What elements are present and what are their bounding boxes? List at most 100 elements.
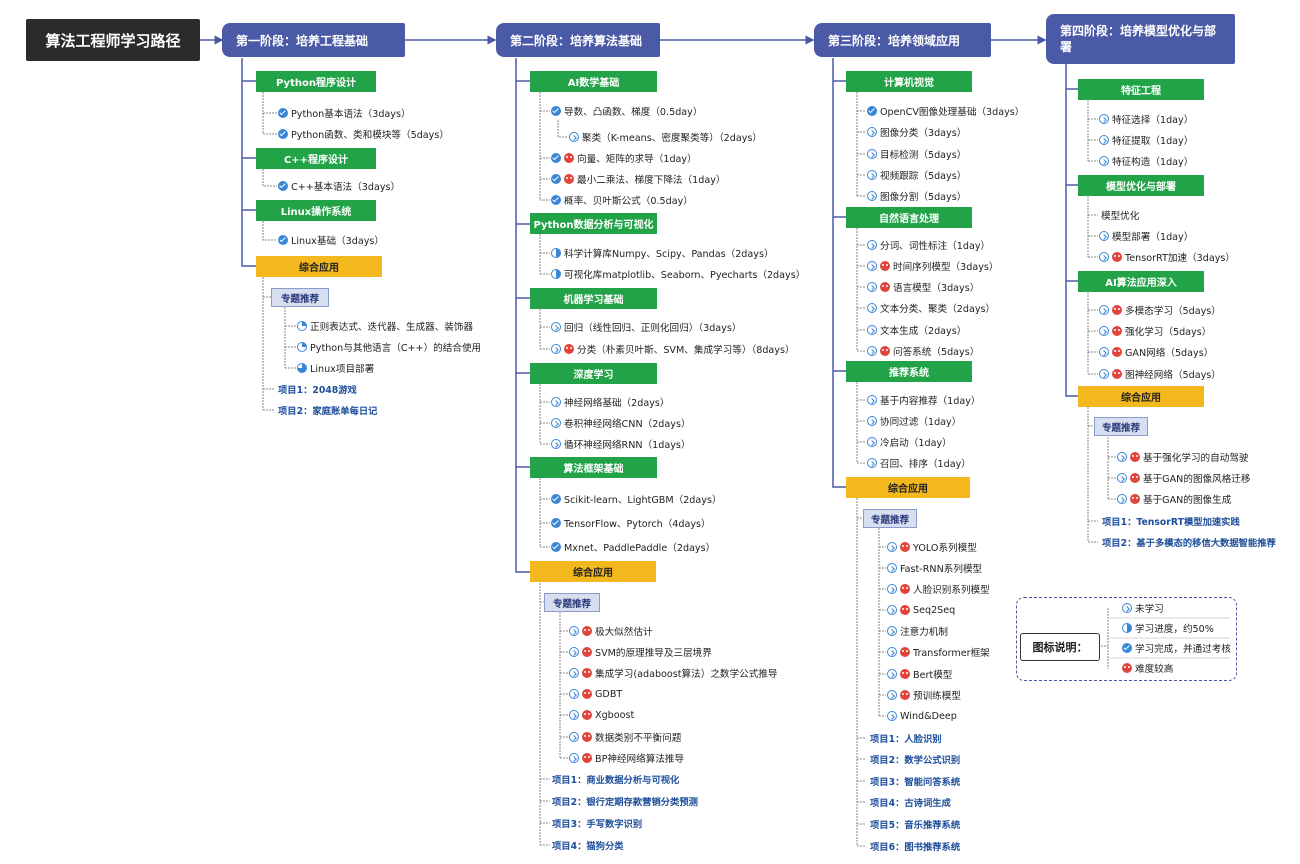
not-started-icon [551,397,561,407]
topic-item: 基于GAN的图像风格迁移 [1117,471,1251,485]
not-started-icon [887,647,897,657]
project-item: 项目4：古诗词生成 [870,798,951,809]
list-item: 聚类（K-means、密度聚类等）（2days） [569,130,762,144]
topic-header: 专题推荐 [863,509,917,528]
check-icon [551,542,561,552]
difficult-icon [564,174,574,184]
half-progress-icon [551,248,561,258]
legend-item: 未学习 [1122,599,1164,617]
module-python-data: Python数据分析与可视化 [530,213,657,234]
topic-item: Wind&Deep [887,709,957,723]
not-started-icon [1122,603,1132,613]
topic-item: 正则表达式、迭代器、生成器、装饰器 [297,319,473,333]
difficult-icon [582,626,592,636]
not-started-icon [887,690,897,700]
apply-block: 综合应用 [846,477,970,498]
module-linux: Linux操作系统 [256,200,376,221]
module-nlp: 自然语言处理 [846,207,972,228]
module-model-opt: 模型优化与部署 [1078,175,1204,196]
difficult-icon [1112,326,1122,336]
topic-header: 专题推荐 [1094,417,1148,436]
difficult-icon [582,710,592,720]
apply-block: 综合应用 [256,256,382,277]
project-item: 项目1：2048游戏 [278,385,357,396]
not-started-icon [569,647,579,657]
stage-3-header: 第三阶段：培养领域应用 [814,23,991,57]
module-recommend: 推荐系统 [846,361,972,382]
list-item: Python基本语法（3days） [278,106,411,120]
list-item: 回归（线性回归、正则化回归）（3days） [551,320,741,334]
difficult-icon [1112,347,1122,357]
topic-item: 预训练模型 [887,688,961,702]
list-item: 分类（朴素贝叶斯、SVM、集成学习等）（8days） [551,342,795,356]
list-item: 特征提取（1day） [1099,133,1193,147]
module-python: Python程序设计 [256,71,376,92]
list-item: 基于内容推荐（1day） [867,393,981,407]
list-item: 语言模型（3days） [867,280,979,294]
stage-2-header: 第二阶段：培养算法基础 [496,23,660,57]
not-started-icon [1099,326,1109,336]
legend-item: 难度较高 [1122,659,1173,677]
list-item: 神经网络基础（2days） [551,395,670,409]
check-icon [1122,643,1132,653]
list-item: 目标检测（5days） [867,147,966,161]
list-item: 时间序列模型（3days） [867,259,999,273]
not-started-icon [1117,473,1127,483]
topic-item: 集成学习(adaboost算法）之数学公式推导 [569,666,778,680]
difficult-icon [900,542,910,552]
difficult-icon [1122,663,1132,673]
check-icon [551,518,561,528]
topic-item: 基于强化学习的自动驾驶 [1117,450,1249,464]
difficult-icon [880,346,890,356]
list-item: 冷启动（1day） [867,435,952,449]
topic-item: 数据类别不平衡问题 [569,730,681,744]
list-item: 模型部署（1day） [1099,229,1193,243]
module-ai-advanced: AI算法应用深入 [1078,271,1204,292]
list-item: 分词、词性标注（1day） [867,238,990,252]
topic-item: YOLO系列模型 [887,540,977,554]
not-started-icon [867,191,877,201]
list-item: OpenCV图像处理基础（3days） [867,104,1024,118]
list-item: 多模态学习（5days） [1099,303,1221,317]
project-item: 项目1：TensorRT模型加速实践 [1102,517,1240,528]
not-started-icon [867,346,877,356]
not-started-icon [551,418,561,428]
not-started-icon [867,127,877,137]
not-started-icon [887,711,897,721]
project-item: 项目3：智能问答系统 [870,777,961,788]
check-icon [551,174,561,184]
difficult-icon [1112,305,1122,315]
module-feature-eng: 特征工程 [1078,79,1204,100]
topic-item: Xgboost [569,708,634,722]
list-item: 文本分类、聚类（2days） [867,301,995,315]
topic-item: 人脸识别系列模型 [887,582,990,596]
difficult-icon [880,282,890,292]
not-started-icon [569,668,579,678]
list-item: 科学计算库Numpy、Scipy、Pandas（2days） [551,246,774,260]
not-started-icon [867,282,877,292]
topic-item: 极大似然估计 [569,624,653,638]
legend-box [1016,597,1237,681]
stage-1-header: 第一阶段：培养工程基础 [222,23,405,57]
progress-25-icon [297,342,307,352]
check-icon [278,235,288,245]
list-item: 最小二乘法、梯度下降法（1day） [551,172,725,186]
project-item: 项目2：数学公式识别 [870,755,961,766]
project-item: 项目1：商业数据分析与可视化 [552,775,680,786]
not-started-icon [867,395,877,405]
check-icon [278,181,288,191]
not-started-icon [867,149,877,159]
list-item: 文本生成（2days） [867,323,966,337]
difficult-icon [900,584,910,594]
not-started-icon [1099,347,1109,357]
not-started-icon [1117,494,1127,504]
check-icon [278,129,288,139]
difficult-icon [582,753,592,763]
check-icon [278,108,288,118]
half-progress-icon [551,269,561,279]
list-item: Linux基础（3days） [278,233,384,247]
root-title: 算法工程师学习路径 [26,19,200,61]
topic-item: BP神经网络算法推导 [569,751,684,765]
list-item: 问答系统（5days） [867,344,979,358]
difficult-icon [1112,252,1122,262]
